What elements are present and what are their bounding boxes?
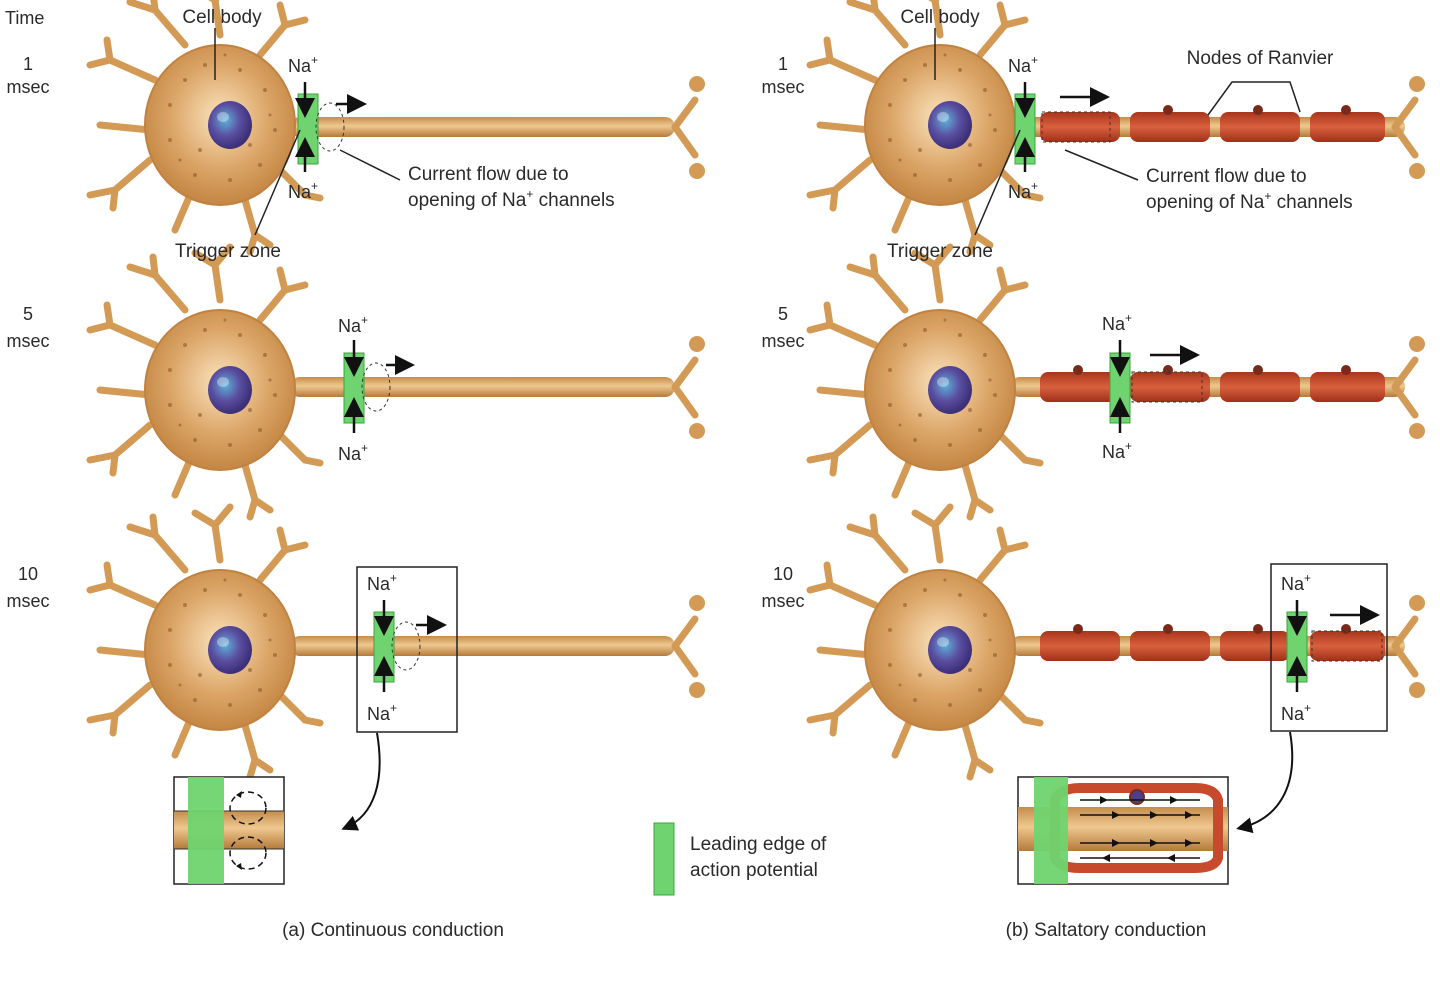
legend-swatch — [653, 822, 675, 896]
time-value: 1 — [778, 54, 788, 74]
current-flow-label: Current flow due to — [408, 164, 569, 185]
panel-saltatory — [810, 0, 1425, 885]
na-ion-label: Na+ — [338, 441, 368, 464]
legend-line-2: action potential — [690, 860, 818, 881]
leading-edge-marker — [297, 93, 319, 165]
neuron-continuous-5msec — [90, 247, 705, 517]
sodium-ion-labels: Na+ Na+ Na+ Na+ Na+ Na+ Na+ Na+ Na+ Na+ … — [288, 53, 1311, 724]
time-value: 1 — [23, 54, 33, 74]
na-ion-label: Na+ — [1281, 701, 1311, 724]
panel-continuous — [90, 0, 705, 885]
na-ion-label: Na+ — [1102, 311, 1132, 334]
neuron-saltatory-1msec — [810, 0, 1425, 252]
na-ion-label: Na+ — [1281, 571, 1311, 594]
na-ion-label: Na+ — [1102, 439, 1132, 462]
zoom-box — [1270, 563, 1388, 732]
current-flow-label: opening of Na+ channels — [1146, 189, 1353, 213]
time-value: 5 — [778, 304, 788, 324]
na-ion-label: Na+ — [1008, 53, 1038, 76]
current-flow-label: opening of Na+ channels — [408, 187, 615, 211]
nodes-of-ranvier-label: Nodes of Ranvier — [1187, 48, 1334, 69]
trigger-zone-label: Trigger zone — [175, 241, 281, 262]
time-unit: msec — [6, 331, 49, 351]
trigger-zone-label: Trigger zone — [887, 241, 993, 262]
time-unit: msec — [761, 77, 804, 97]
myelin-sheaths — [1040, 365, 1385, 402]
na-ion-label: Na+ — [367, 701, 397, 724]
time-unit: msec — [6, 77, 49, 97]
neuron-continuous-10msec — [90, 507, 705, 831]
neuron-saltatory-5msec — [810, 247, 1425, 517]
myelin-sheaths — [1040, 624, 1385, 661]
cell-body-label: Cell body — [900, 7, 980, 28]
neuron-saltatory-10msec — [810, 507, 1425, 834]
na-ion-label: Na+ — [288, 53, 318, 76]
time-value: 10 — [18, 564, 38, 584]
time-unit: msec — [761, 331, 804, 351]
na-ion-label: Na+ — [338, 313, 368, 336]
na-ion-label: Na+ — [288, 179, 318, 202]
legend-line-1: Leading edge of — [690, 834, 827, 855]
time-value: 10 — [773, 564, 793, 584]
time-unit: msec — [6, 591, 49, 611]
cell-body-label: Cell body — [182, 7, 262, 28]
time-unit: msec — [761, 591, 804, 611]
time-labels: 1 msec 5 msec 10 msec 1 msec 5 msec 10 m… — [6, 54, 804, 611]
myelin-sheaths — [1040, 105, 1385, 142]
neuron-continuous-1msec — [90, 0, 705, 252]
zoom-box — [356, 566, 458, 733]
caption-continuous: (a) Continuous conduction — [282, 920, 504, 941]
inset-saltatory — [1017, 776, 1229, 885]
current-flow-label: Current flow due to — [1146, 166, 1307, 187]
time-header: Time — [5, 8, 44, 28]
inset-continuous — [173, 776, 285, 885]
na-ion-label: Na+ — [367, 571, 397, 594]
na-ion-label: Na+ — [1008, 179, 1038, 202]
caption-saltatory: (b) Saltatory conduction — [1006, 920, 1207, 941]
time-value: 5 — [23, 304, 33, 324]
